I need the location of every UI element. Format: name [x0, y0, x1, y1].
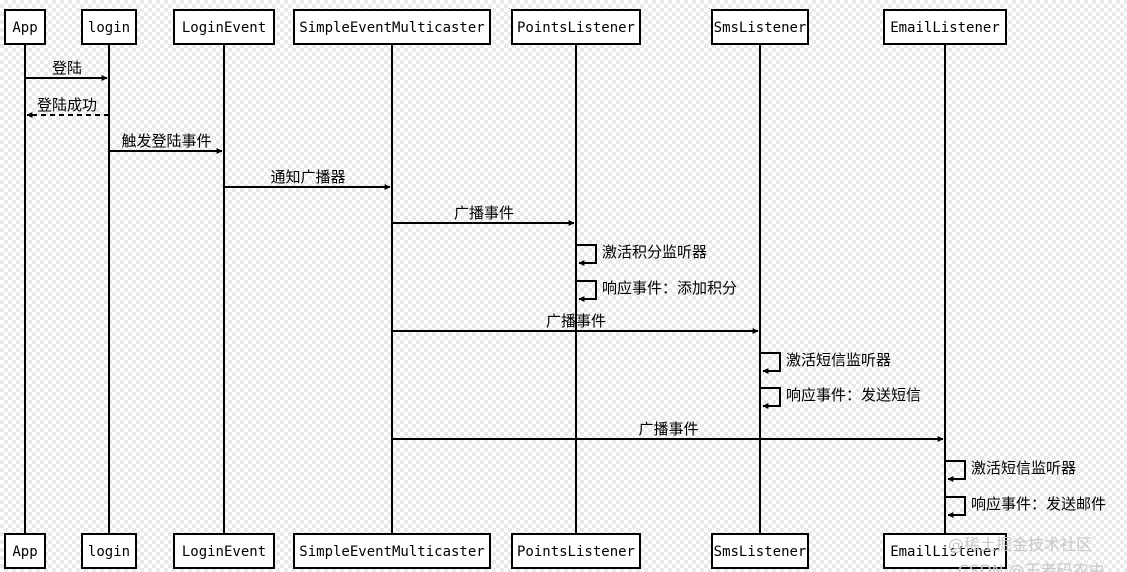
participant-sms-bottom: SmsListener — [711, 533, 809, 569]
message-label: 激活短信监听器 — [786, 351, 891, 369]
participant-box — [81, 533, 137, 569]
participant-label: login — [88, 20, 130, 36]
participant-box — [173, 9, 275, 45]
message-1: 登陆成功 — [26, 96, 109, 118]
participant-label: login — [88, 544, 130, 560]
message-label: 广播事件 — [454, 204, 514, 222]
participant-app-top: App — [4, 9, 46, 45]
watermark-line1: @稀土掘金技术社区 — [948, 535, 1092, 554]
self-message-arrow — [576, 280, 597, 302]
message-2: 触发登陆事件 — [109, 132, 223, 154]
message-label: 广播事件 — [546, 312, 606, 330]
participant-loginevent-bottom: LoginEvent — [173, 533, 275, 569]
message-label: 响应事件：添加积分 — [602, 279, 737, 297]
participant-label: PointsListener — [517, 20, 635, 36]
message-label: 激活短信监听器 — [971, 459, 1076, 477]
message-0: 登陆 — [25, 59, 108, 81]
self-message-arrow — [576, 244, 597, 266]
messages: 登陆登陆成功触发登陆事件通知广播器广播事件激活积分监听器响应事件：添加积分广播事… — [25, 59, 1106, 518]
message-label: 登陆成功 — [37, 96, 97, 114]
message-label: 激活积分监听器 — [602, 243, 707, 261]
participant-label: LoginEvent — [182, 20, 266, 36]
participant-label: PointsListener — [517, 544, 635, 560]
lifelines — [24, 44, 946, 534]
watermark: @稀土掘金技术社区 CSDN @王者码农由 — [948, 535, 1105, 572]
message-7: 广播事件 — [392, 312, 759, 334]
message-label: 通知广播器 — [270, 168, 345, 186]
participant-loginevent-top: LoginEvent — [173, 9, 275, 45]
message-label: 登陆 — [52, 59, 82, 77]
message-8: 激活短信监听器 — [760, 351, 891, 374]
participant-box — [883, 9, 1007, 45]
message-4: 广播事件 — [392, 204, 575, 226]
message-9: 响应事件：发送短信 — [760, 386, 921, 409]
participant-label: SmsListener — [714, 544, 807, 560]
participant-box — [511, 9, 641, 45]
participant-box — [711, 533, 809, 569]
participant-label: App — [12, 20, 37, 36]
participant-box — [81, 9, 137, 45]
message-label: 响应事件：发送短信 — [786, 386, 921, 404]
message-10: 广播事件 — [392, 420, 944, 442]
participant-label: EmailListener — [890, 20, 1000, 36]
participant-multicaster-top: SimpleEventMulticaster — [293, 9, 491, 45]
participant-label: EmailListener — [890, 544, 1000, 560]
participant-multicaster-bottom: SimpleEventMulticaster — [293, 533, 491, 569]
participant-label: App — [12, 544, 37, 560]
participant-label: SmsListener — [714, 20, 807, 36]
participant-box — [4, 9, 46, 45]
participant-boxes: AppApploginloginLoginEventLoginEventSimp… — [4, 9, 1007, 569]
participant-box — [711, 9, 809, 45]
message-label: 响应事件：发送邮件 — [971, 495, 1106, 513]
message-3: 通知广播器 — [224, 168, 391, 190]
participant-box — [883, 533, 1007, 569]
participant-email-top: EmailListener — [883, 9, 1007, 45]
participant-label: SimpleEventMulticaster — [299, 544, 484, 560]
message-12: 响应事件：发送邮件 — [945, 495, 1106, 518]
message-label: 广播事件 — [638, 420, 698, 438]
self-message-arrow — [760, 352, 781, 374]
participant-box — [293, 9, 491, 45]
participant-email-bottom: EmailListener — [883, 533, 1007, 569]
watermark-line2: CSDN @王者码农由 — [958, 561, 1105, 572]
self-message-arrow — [760, 387, 781, 409]
participant-login-top: login — [81, 9, 137, 45]
participant-points-top: PointsListener — [511, 9, 641, 45]
participant-box — [173, 533, 275, 569]
participant-label: LoginEvent — [182, 544, 266, 560]
self-message-arrow — [945, 460, 966, 482]
message-11: 激活短信监听器 — [945, 459, 1076, 482]
message-label: 触发登陆事件 — [121, 132, 211, 150]
participant-box — [4, 533, 46, 569]
participant-app-bottom: App — [4, 533, 46, 569]
participant-label: SimpleEventMulticaster — [299, 20, 484, 36]
message-6: 响应事件：添加积分 — [576, 279, 737, 302]
participant-box — [511, 533, 641, 569]
participant-points-bottom: PointsListener — [511, 533, 641, 569]
participant-box — [293, 533, 491, 569]
participant-sms-top: SmsListener — [711, 9, 809, 45]
participant-login-bottom: login — [81, 533, 137, 569]
self-message-arrow — [945, 496, 966, 518]
message-5: 激活积分监听器 — [576, 243, 707, 266]
